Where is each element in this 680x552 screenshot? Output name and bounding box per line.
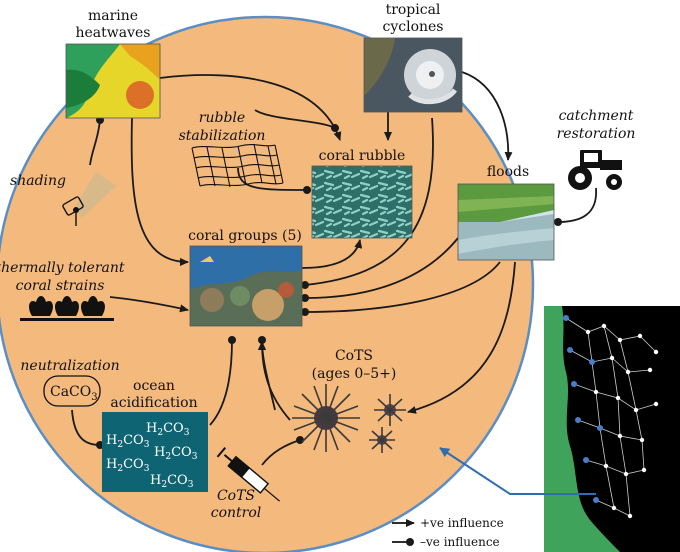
svg-text:H2CO3: H2CO3 bbox=[106, 433, 150, 450]
cots-label-2: (ages 0–5+) bbox=[312, 366, 397, 382]
floods-label: floods bbox=[487, 164, 529, 180]
cots-control-label-1: CoTS bbox=[217, 488, 255, 504]
arrow-cyclones-to-floods bbox=[461, 71, 513, 161]
link-stabilization-top bbox=[254, 109, 339, 132]
svg-text:H2CO3: H2CO3 bbox=[154, 445, 198, 462]
legend-positive-label: +ve influence bbox=[420, 516, 504, 530]
map-pointer-arrow bbox=[439, 447, 596, 495]
caco3-box bbox=[43, 375, 101, 407]
link-floods-to-coral bbox=[301, 237, 459, 302]
shading-label: shading bbox=[10, 173, 66, 189]
rubble-stabilization-label-1: rubble bbox=[199, 110, 245, 126]
neutralization-label: neutralization bbox=[20, 358, 119, 374]
link-shading-to-heatwaves bbox=[89, 116, 104, 166]
acidification-box bbox=[102, 412, 208, 492]
ocean-acidification-label-2: acidification bbox=[110, 395, 197, 411]
ocean-acidification-label-1: ocean bbox=[133, 378, 175, 394]
mesh-grid-icon bbox=[191, 143, 284, 188]
catchment-restoration-label-1: catchment bbox=[559, 108, 634, 124]
svg-text:H2CO3: H2CO3 bbox=[146, 421, 190, 438]
marine-heatwaves-label-2: heatwaves bbox=[76, 25, 151, 41]
connections bbox=[71, 71, 597, 466]
coral-rubble-label: coral rubble bbox=[319, 148, 406, 164]
link-neutralization-to-acidification bbox=[71, 409, 104, 449]
catchment-restoration-label-2: restoration bbox=[557, 126, 636, 142]
arrow-cots-up-to-coral bbox=[258, 341, 291, 421]
link-cyclones-to-coral bbox=[301, 117, 434, 289]
arrow-heatwaves-to-rubble bbox=[159, 74, 342, 141]
svg-text:H2CO3: H2CO3 bbox=[150, 473, 194, 490]
legend-negative-label: –ve influence bbox=[420, 535, 500, 549]
tractor-icon bbox=[568, 150, 622, 190]
crown-of-thorns-starfish-image bbox=[292, 384, 406, 453]
marine-heatwaves-label-1: marine bbox=[88, 8, 138, 24]
tropical-cyclones-label-2: cyclones bbox=[383, 19, 444, 35]
link-acidification-to-coral bbox=[209, 336, 236, 426]
link-catchment-to-floods bbox=[554, 187, 597, 226]
shading-icon bbox=[62, 172, 116, 226]
arrow-thermal-to-coral bbox=[109, 296, 189, 313]
arrow-coral-to-rubble bbox=[301, 239, 363, 269]
svg-text:H2CO3: H2CO3 bbox=[106, 457, 150, 474]
arrow-heatwaves-to-coral bbox=[130, 117, 189, 266]
rubble-stabilization-label-2: stabilization bbox=[179, 128, 266, 144]
cyclone-satellite-image bbox=[363, 37, 463, 113]
link-floods-to-coral-2 bbox=[301, 261, 501, 316]
tropical-cyclones-label-1: tropical bbox=[386, 2, 441, 18]
coral-groups-label: coral groups (5) bbox=[188, 228, 302, 244]
caco3-formula: CaCO3 bbox=[50, 384, 98, 403]
floods-image bbox=[457, 183, 555, 261]
h2co3-molecules: H2CO3 H2CO3 H2CO3 H2CO3 H2CO3 bbox=[106, 421, 198, 490]
legend: +ve influence –ve influence bbox=[392, 516, 504, 549]
cots-label-1: CoTS bbox=[335, 348, 373, 364]
cots-control-label-2: control bbox=[211, 505, 262, 521]
reef-network-map bbox=[544, 306, 680, 552]
coral-reef-image bbox=[189, 245, 303, 327]
thermally-tolerant-label-2: coral strains bbox=[16, 278, 105, 294]
heatwave-map-image bbox=[65, 43, 161, 119]
link-control-to-cots bbox=[261, 436, 304, 466]
syringe-icon bbox=[216, 447, 280, 502]
thermally-tolerant-label-1: thermally tolerant bbox=[0, 260, 125, 276]
coral-rubble-image bbox=[311, 165, 413, 239]
link-stabilization-to-rubble bbox=[237, 167, 311, 194]
coral-strains-icon bbox=[20, 296, 114, 321]
arrow-floods-to-cots bbox=[407, 261, 516, 414]
